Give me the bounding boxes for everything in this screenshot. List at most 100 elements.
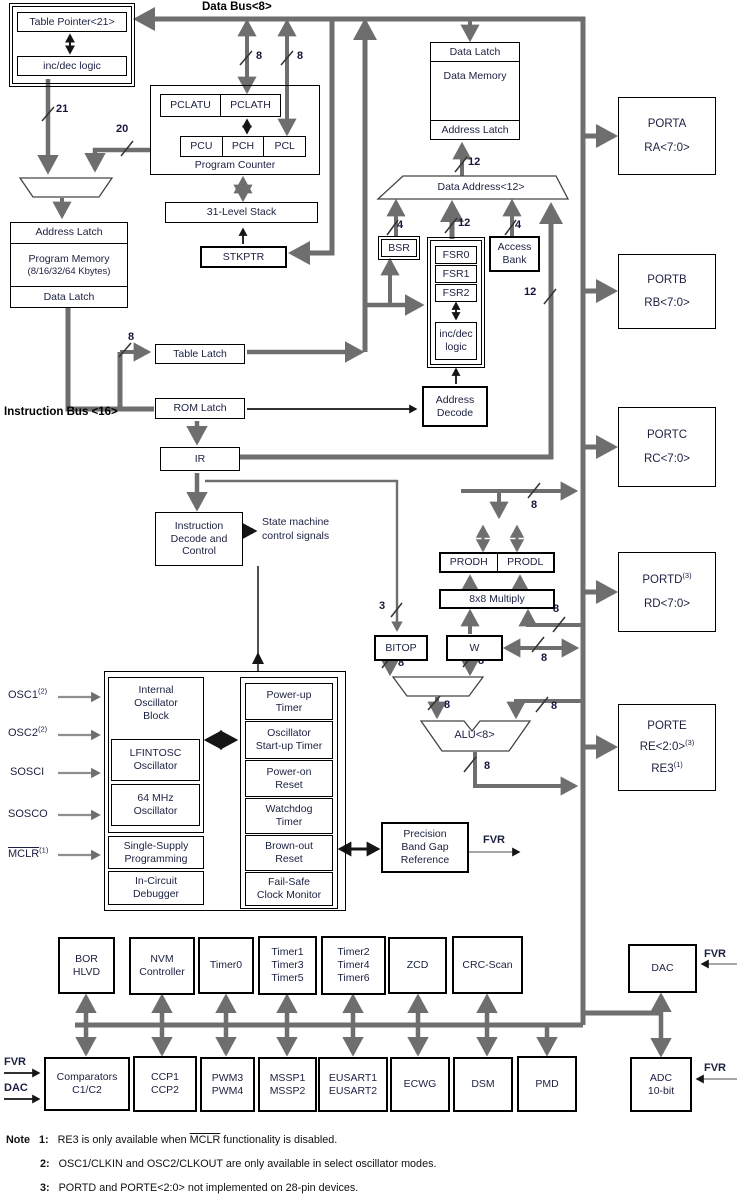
- sosco-text: SOSCO: [8, 808, 48, 820]
- block-fsr0: FSR0: [435, 246, 477, 264]
- block-timer0: Timer0: [198, 937, 254, 994]
- porte-re3-text: RE3: [651, 762, 674, 775]
- width-8: 8: [541, 652, 548, 664]
- block-fsr1: FSR1: [435, 265, 477, 283]
- width-8: 8: [444, 699, 451, 711]
- block-program-memory: Address Latch Program Memory (8/16/32/64…: [10, 222, 128, 308]
- put-line1: Power-up: [266, 688, 312, 701]
- block-portc: PORTC RC<7:0>: [618, 407, 716, 487]
- block-rom-latch: ROM Latch: [155, 398, 245, 419]
- block-data-memory: Data Latch Data Memory Address Latch: [430, 42, 520, 140]
- iob-line2: Oscillator: [134, 696, 178, 709]
- prog-data-latch-label: Data Latch: [11, 286, 127, 307]
- block-access-bank: Access Bank: [489, 236, 540, 272]
- note1-mclr: MCLR: [189, 1134, 221, 1146]
- decode-line3: Control: [182, 545, 216, 558]
- block-lfintosc: LFINTOSC Oscillator: [111, 739, 200, 781]
- block-address-decode: Address Decode: [422, 386, 488, 427]
- block-bsr: BSR: [378, 236, 420, 260]
- width-8: 8: [478, 655, 485, 667]
- portc-range: RC<7:0>: [643, 452, 691, 465]
- block-31-level-stack: 31-Level Stack: [165, 202, 318, 223]
- rom-latch-label: ROM Latch: [173, 402, 227, 415]
- portd-sup: (3): [682, 571, 692, 581]
- bg-line2: Band Gap: [401, 841, 449, 854]
- pwm-line1: PWM3: [211, 1071, 244, 1084]
- t135-line3: Timer5: [271, 971, 304, 984]
- portb-name: PORTB: [647, 273, 687, 286]
- block-single-supply: Single-Supply Programming: [108, 836, 204, 869]
- lfintosc-line1: LFINTOSC: [129, 747, 182, 760]
- prodh-label: PRODH: [449, 556, 488, 569]
- table-latch-label: Table Latch: [173, 347, 227, 360]
- dac-label-comparator: DAC: [4, 1082, 28, 1094]
- block-portb: PORTB RB<7:0>: [618, 254, 716, 329]
- prodl-label: PRODL: [496, 554, 554, 571]
- portd-name-text: PORTD: [642, 574, 683, 587]
- porte-range: RE<2:0>(3): [639, 739, 695, 754]
- state-machine-label: State machine control signals: [262, 516, 329, 543]
- block-incdec-logic-fsr: inc/dec logic: [435, 322, 477, 360]
- block-in-circuit-debugger: In-Circuit Debugger: [108, 871, 204, 905]
- block-pmd: PMD: [517, 1056, 577, 1112]
- fvr-label-adc: FVR: [704, 1062, 726, 1074]
- wdt-line1: Watchdog: [265, 803, 313, 816]
- comp-line1: Comparators: [56, 1071, 118, 1084]
- ost-line1: Oscillator: [267, 727, 311, 740]
- pin-mclr: MCLR(1): [8, 846, 48, 860]
- bor-line1: BOR: [75, 952, 98, 965]
- pcl-label: PCL: [263, 137, 305, 156]
- width-20: 20: [116, 123, 129, 135]
- fvr-label-dac: FVR: [704, 948, 726, 960]
- pclatu-label: PCLATU: [170, 99, 211, 112]
- osc1-text: OSC1: [8, 689, 38, 701]
- block-system-modules-group: [240, 677, 338, 909]
- eusart-line2: EUSART2: [328, 1084, 378, 1097]
- bor-line2: HLVD: [72, 965, 101, 978]
- icd-line1: In-Circuit: [134, 875, 177, 888]
- pin-sosco: SOSCO: [8, 808, 48, 820]
- mssp-line2: MSSP2: [269, 1084, 306, 1097]
- bitop-label: BITOP: [385, 641, 417, 654]
- pin-osc2: OSC2(2): [8, 725, 47, 739]
- crc-label: CRC-Scan: [462, 958, 513, 971]
- block-dsm: DSM: [453, 1057, 513, 1112]
- t246-line3: Timer6: [337, 971, 370, 984]
- ssp-line1: Single-Supply: [123, 839, 189, 852]
- portb-range: RB<7:0>: [644, 297, 690, 309]
- eusart-line1: EUSART1: [328, 1071, 378, 1084]
- pch-label: PCH: [221, 137, 264, 156]
- pcu-label: PCU: [190, 140, 213, 153]
- ccp-line1: CCP1: [150, 1071, 179, 1084]
- dac-label: DAC: [651, 962, 674, 975]
- width-8: 8: [297, 50, 304, 62]
- bsr-label: BSR: [388, 241, 410, 254]
- fsr1-label: FSR1: [442, 267, 470, 280]
- mhz-line2: Oscillator: [133, 805, 178, 817]
- porte-range-text: RE<2:0>: [639, 741, 686, 754]
- timer0-label: Timer0: [209, 959, 243, 972]
- data-memory-label: Data Memory: [431, 60, 519, 120]
- access-bank-line2: Bank: [502, 254, 527, 266]
- instruction-bus-label: Instruction Bus <16>: [4, 406, 118, 418]
- wdt-line2: Timer: [275, 816, 303, 828]
- block-ir: IR: [160, 447, 240, 471]
- portc-name: PORTC: [646, 429, 688, 442]
- data-bus-label: Data Bus<8>: [202, 1, 272, 13]
- width-12: 12: [524, 286, 537, 298]
- adc-line2: 10-bit: [647, 1084, 675, 1097]
- mssp-line1: MSSP1: [269, 1071, 306, 1084]
- block-w-register: W: [446, 635, 503, 661]
- address-decode-line1: Address: [435, 393, 475, 406]
- note-word: Note: [6, 1134, 30, 1146]
- width-21: 21: [56, 103, 69, 115]
- nvm-line2: Controller: [139, 966, 185, 978]
